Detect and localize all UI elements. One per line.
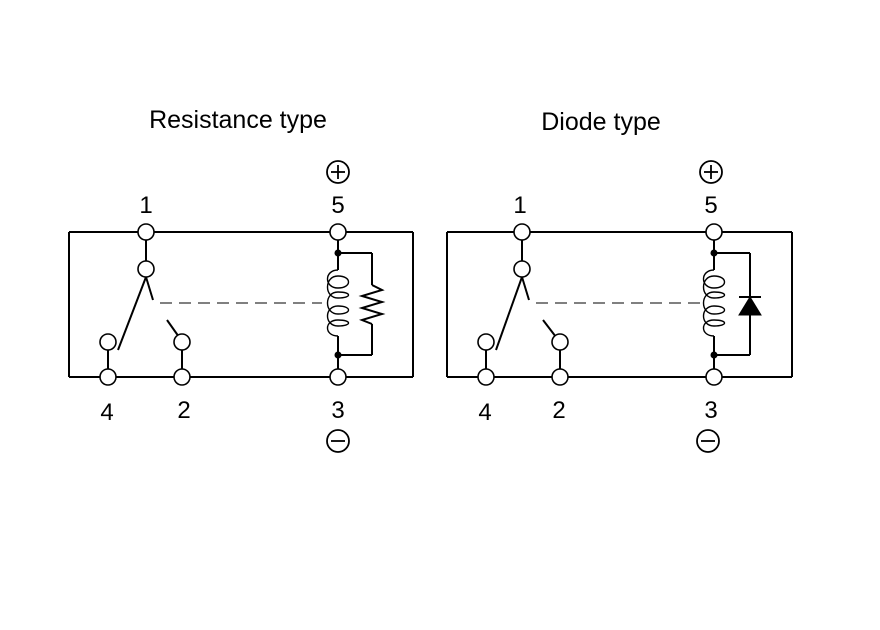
coil-winding: [326, 240, 350, 369]
diagram-diode-type: Diode type: [446, 108, 793, 453]
terminal-3: [705, 368, 723, 386]
coil-winding: [702, 240, 726, 369]
pin-label-3: 3: [704, 397, 717, 424]
terminal-5: [705, 223, 723, 241]
plus-icon: [699, 160, 723, 184]
terminal-4: [99, 368, 117, 386]
switch-contacts: [99, 240, 191, 369]
minus-icon: [326, 429, 350, 453]
pin-label-2: 2: [552, 397, 565, 424]
terminal-1: [513, 223, 531, 241]
minus-icon: [696, 429, 720, 453]
terminal-2: [551, 368, 569, 386]
diagram-resistance-type: Resistance type: [68, 106, 414, 453]
pin-label-4: 4: [100, 399, 113, 426]
terminal-4: [477, 368, 495, 386]
relay-frame: [446, 231, 793, 378]
diagram-title: Resistance type: [149, 106, 327, 134]
pin-label-5: 5: [704, 192, 717, 219]
plus-icon: [326, 160, 350, 184]
switch-contacts: [477, 240, 569, 369]
pin-label-2: 2: [177, 397, 190, 424]
resistor-suppressor: [338, 252, 386, 356]
terminal-2: [173, 368, 191, 386]
diode-suppressor: [714, 252, 762, 356]
pin-label-1: 1: [513, 192, 526, 219]
pin-label-1: 1: [139, 192, 152, 219]
diode-icon: [738, 296, 762, 316]
pin-label-3: 3: [331, 397, 344, 424]
terminal-5: [329, 223, 347, 241]
relay-frame: [68, 231, 414, 378]
pin-label-5: 5: [331, 192, 344, 219]
terminal-1: [137, 223, 155, 241]
pin-label-4: 4: [478, 399, 491, 426]
diagram-title: Diode type: [541, 108, 661, 136]
terminal-3: [329, 368, 347, 386]
